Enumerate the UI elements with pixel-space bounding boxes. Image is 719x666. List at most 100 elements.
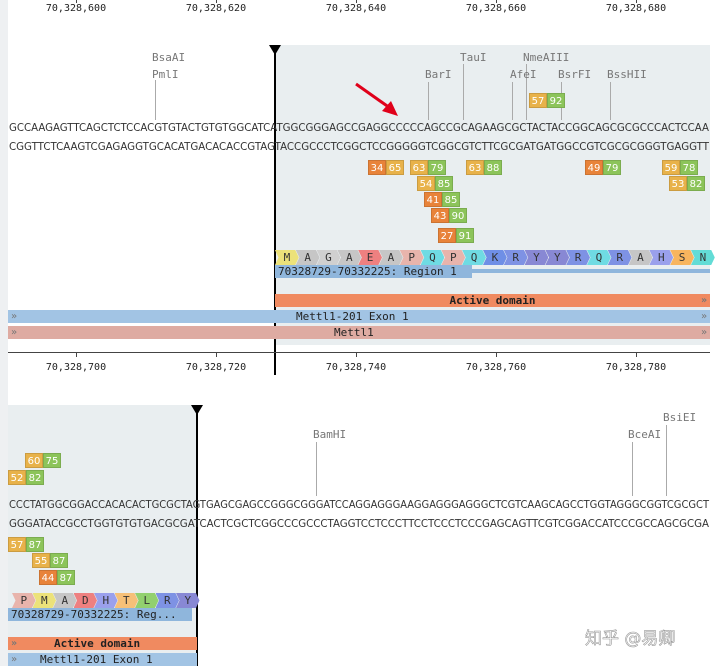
restriction-enzyme-label[interactable]: BarI [425, 68, 452, 81]
amino-acid[interactable]: A [53, 593, 77, 608]
amino-acid[interactable]: S [670, 250, 694, 265]
sequence-reverse[interactable]: GGGATACCGCCTGGTGTGTGACGCGATCACTCGCTCGGCC… [9, 517, 709, 530]
region-bar[interactable] [472, 269, 710, 273]
exon-feature[interactable]: »Mettl1-201 Exon 1 [8, 653, 197, 666]
ruler-tick [636, 0, 637, 3]
sequence-block-1[interactable]: GCCAAGAGTTCAGCTCTCCACGTGTACTGTGTGGCATCAT… [0, 115, 719, 155]
amino-acid[interactable]: D [73, 593, 97, 608]
cursor-line[interactable] [196, 405, 198, 666]
restriction-enzyme-label[interactable]: BsaAI [152, 51, 186, 64]
amino-acid[interactable]: K [483, 250, 507, 265]
exon-label: Mettl1-201 Exon 1 [40, 653, 153, 666]
cursor-handle-icon[interactable] [191, 405, 203, 415]
amino-acid[interactable]: P [12, 593, 36, 608]
amino-acid[interactable]: Y [176, 593, 200, 608]
restriction-enzyme-label[interactable]: TauI [460, 51, 487, 64]
amino-acid[interactable]: Q [462, 250, 486, 265]
amino-acid[interactable]: L [135, 593, 159, 608]
restriction-enzyme-label[interactable]: BamHI [313, 428, 347, 441]
amino-acid[interactable]: P [399, 250, 424, 265]
primer-score-left: 55 [32, 553, 50, 568]
region-label[interactable]: 70328729-70332225: Region 1 [275, 265, 472, 278]
cursor-handle-icon[interactable] [269, 45, 281, 55]
primer-score-left: 44 [39, 570, 57, 585]
amino-acid[interactable]: Y [524, 250, 549, 265]
sequence-block-2[interactable]: CCCTATGGCGGACCACACACTGCGCTAGTGAGCGAGCCGG… [0, 492, 719, 532]
ruler-tick [216, 0, 217, 3]
primer-score-right: 90 [449, 208, 467, 223]
amino-acid[interactable]: P [441, 250, 466, 265]
primer-score-left: 43 [431, 208, 449, 223]
ruler-label: 70,328,620 [185, 3, 247, 14]
restriction-enzyme-label[interactable]: NmeAIII [523, 51, 570, 64]
amino-acid[interactable]: H [94, 593, 118, 608]
amino-acid[interactable]: A [628, 250, 653, 265]
amino-acid[interactable]: N [691, 250, 715, 265]
enzyme-site-line [463, 64, 464, 120]
restriction-enzyme-label[interactable]: BssHII [607, 68, 647, 81]
ruler-label: 70,328,740 [325, 362, 387, 373]
chevron-right-icon: » [11, 327, 18, 338]
amino-acid[interactable]: H [649, 250, 674, 265]
ruler-tick [76, 0, 77, 3]
primer-score-right: 75 [43, 453, 61, 468]
primer-score-left: 52 [8, 470, 26, 485]
amino-acid[interactable]: T [114, 593, 138, 608]
active-domain-feature[interactable]: Active domain» [275, 294, 710, 307]
amino-acid[interactable]: Q [420, 250, 445, 265]
primer-score-right: 87 [57, 570, 75, 585]
primer-score-left: 60 [25, 453, 43, 468]
amino-acid[interactable]: G [316, 250, 341, 265]
sequence-forward[interactable]: CCCTATGGCGGACCACACACTGCGCTAGTGAGCGAGCCGG… [9, 498, 709, 511]
active-domain-feature[interactable]: »Active domain [8, 637, 197, 650]
amino-acid[interactable]: R [155, 593, 179, 608]
restriction-enzyme-label[interactable]: PmlI [152, 68, 179, 81]
amino-acid[interactable]: R [607, 250, 632, 265]
restriction-enzyme-label[interactable]: BceAI [628, 428, 662, 441]
exon-feature[interactable]: »Mettl1-201 Exon 1» [8, 310, 710, 323]
amino-acid[interactable]: R [503, 250, 528, 265]
restriction-enzyme-label[interactable]: AfeI [510, 68, 537, 81]
amino-acid[interactable]: R [566, 250, 590, 265]
active-domain-label: Active domain [54, 637, 141, 650]
enzyme-site-line [428, 82, 429, 120]
primer-score-left: 57 [8, 537, 26, 552]
amino-acid[interactable]: A [295, 250, 320, 265]
cursor-line[interactable] [274, 45, 276, 375]
amino-acid[interactable]: E [358, 250, 382, 265]
amino-acid[interactable]: A [337, 250, 362, 265]
primer-score-left: 57 [529, 93, 547, 108]
amino-acid[interactable]: A [379, 250, 403, 265]
restriction-enzyme-label[interactable]: BsrFI [558, 68, 592, 81]
gene-feature[interactable]: »Mettl1» [8, 326, 710, 339]
amino-acid[interactable]: Y [545, 250, 570, 265]
exon-label: Mettl1-201 Exon 1 [296, 310, 409, 323]
restriction-enzyme-label[interactable]: BsiEI [663, 411, 697, 424]
amino-acid[interactable]: M [275, 250, 299, 265]
left-gutter [0, 0, 8, 666]
enzyme-site-line [316, 442, 317, 496]
ruler-label: 70,328,660 [465, 3, 527, 14]
amino-acid[interactable]: M [32, 593, 56, 608]
sequence-reverse[interactable]: CGGTTCTCAAGTCGAGAGGTGCACATGACACACCGTAGTA… [9, 140, 709, 153]
amino-acid[interactable]: Q [587, 250, 611, 265]
region-label[interactable]: 70328729-70332225: Reg... [8, 608, 192, 621]
sequence-forward[interactable]: GCCAAGAGTTCAGCTCTCCACGTGTACTGTGTGGCATCAT… [9, 121, 709, 134]
ruler-label: 70,328,600 [45, 3, 107, 14]
